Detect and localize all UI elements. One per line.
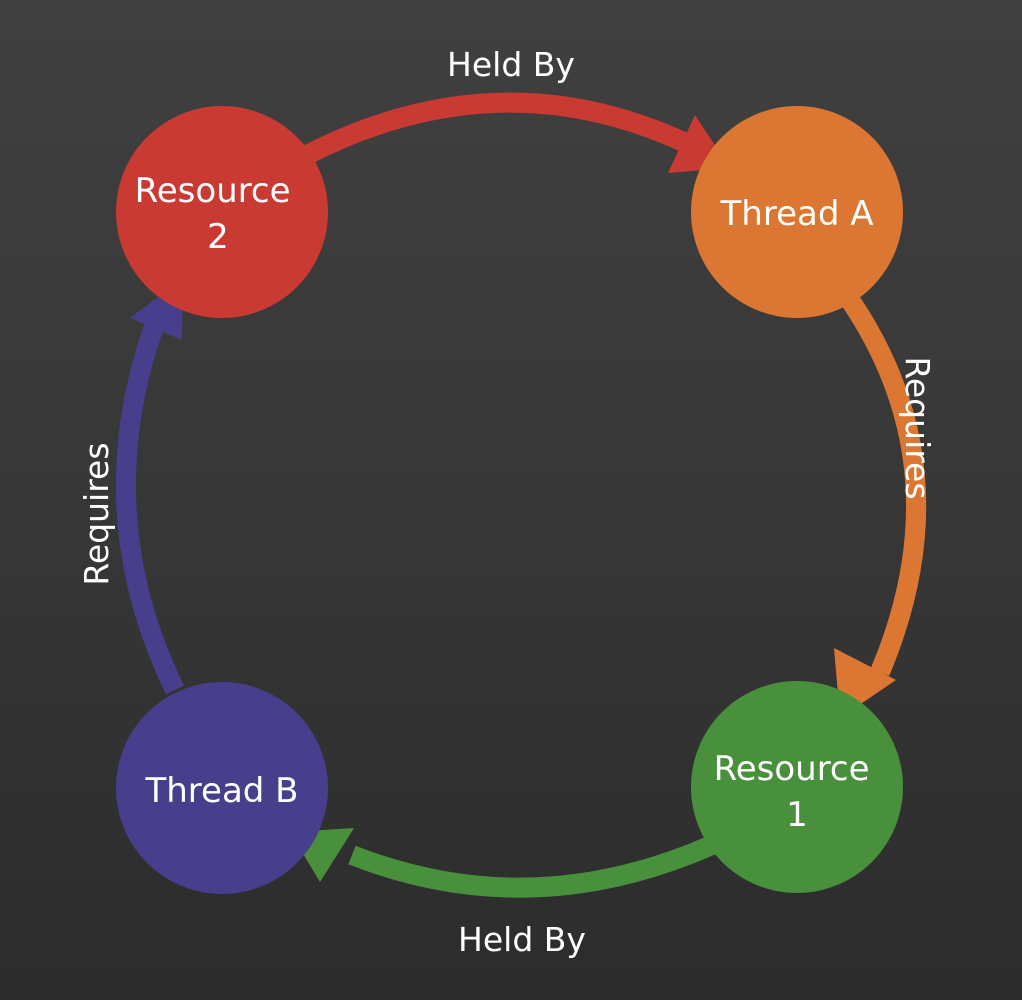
node-resource-2-circle <box>116 106 328 318</box>
arrow-threadB-to-resource2-shaft <box>115 306 184 695</box>
node-thread-a-circle <box>691 106 903 318</box>
node-resource-2-label-line2: 2 <box>207 217 229 257</box>
edge-label-bottom-held-by: Held By <box>458 920 586 959</box>
svg-text:Resource 1: Resource 1 <box>714 749 881 835</box>
node-resource-2-label-line1: Resource <box>135 171 291 211</box>
node-thread-b-circle <box>116 682 328 894</box>
arrow-threadB-to-resource2 <box>115 278 184 695</box>
node-thread-a-label: Thread A <box>720 194 874 234</box>
node-resource-1-circle <box>691 681 903 893</box>
node-resource-1: Resource 1 <box>691 681 903 893</box>
svg-text:Thread A: Thread A <box>720 194 874 234</box>
arrow-resource2-to-threadA-shaft <box>300 92 695 165</box>
node-thread-b: Thread B <box>116 682 328 894</box>
arrow-threadA-to-resource1-shaft <box>841 294 927 676</box>
arrow-resource1-to-threadB <box>290 828 717 898</box>
node-resource-1-label-line2: 1 <box>786 795 808 835</box>
arrow-resource2-to-threadA <box>300 92 730 173</box>
svg-text:Thread B: Thread B <box>144 771 298 811</box>
node-thread-b-label: Thread B <box>144 771 298 811</box>
edge-label-right-requires: Requires <box>898 356 937 499</box>
edge-label-left-requires: Requires <box>77 442 116 585</box>
svg-text:Resource 2: Resource 2 <box>135 171 302 257</box>
edge-label-top-held-by: Held By <box>447 45 575 84</box>
node-resource-2: Resource 2 <box>116 106 328 318</box>
node-resource-1-label-line1: Resource <box>714 749 870 789</box>
arrow-resource1-to-threadB-shaft <box>348 835 717 898</box>
node-thread-a: Thread A <box>691 106 903 318</box>
